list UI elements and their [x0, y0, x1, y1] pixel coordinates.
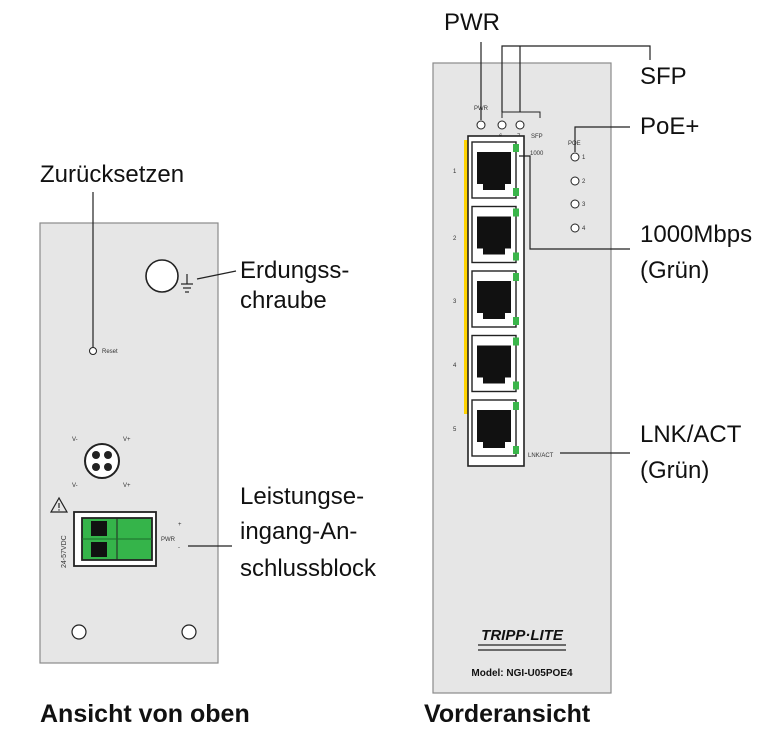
callout-speed-1: 1000Mbps [640, 221, 753, 248]
port-5-number: 5 [453, 427, 457, 433]
callout-ground-2: chraube [240, 287, 327, 314]
caption-top-view: Ansicht von oben [40, 700, 250, 728]
polarity-mark: + [178, 522, 182, 528]
power-connector [84, 443, 120, 479]
leader-ground [196, 270, 237, 280]
poe-led-2 [570, 176, 580, 186]
voltage-label: 24-57VDC [61, 535, 68, 568]
poe-yellow-strip [464, 140, 469, 414]
ethernet-port-3[interactable] [471, 270, 519, 328]
sfp-panel-label: SFP [531, 134, 543, 140]
warning-icon [49, 496, 69, 513]
port-4-number: 4 [453, 363, 457, 369]
link-act-led [513, 317, 519, 325]
poe-led-3 [570, 199, 580, 209]
connector-pin [92, 451, 100, 459]
ground-screw [145, 259, 179, 293]
ethernet-port-2[interactable] [471, 205, 519, 264]
speed-led [513, 273, 519, 281]
callout-reset: Zurücksetzen [40, 161, 185, 188]
port-3-number: 3 [453, 299, 457, 305]
connector-pin [104, 451, 112, 459]
leader-poe [574, 126, 630, 152]
callout-lnk-2: (Grün) [640, 457, 710, 484]
mounting-hole [71, 624, 87, 640]
link-act-led [513, 252, 519, 261]
poe-led-4-label: 4 [582, 226, 586, 232]
connector-pin [104, 463, 112, 471]
sfp-led-7 [515, 120, 525, 130]
pin-label: V- [72, 483, 78, 489]
port-2-number: 2 [453, 236, 457, 242]
brand-text: TRIPP·LITE [481, 627, 564, 644]
speed-led [513, 402, 519, 410]
poe-led-3-label: 3 [582, 202, 586, 208]
terminal-slot [91, 521, 107, 536]
port-socket [477, 410, 511, 448]
port-socket [477, 152, 511, 190]
leader-sfp [501, 45, 651, 112]
callout-power-3: schlussblock [240, 555, 377, 582]
pin-label: V- [72, 437, 78, 443]
pwr-led [476, 120, 486, 130]
poe-led-1-label: 1 [582, 155, 586, 161]
mounting-hole [181, 624, 197, 640]
port-socket [477, 345, 511, 384]
sfp-bracket [501, 111, 541, 118]
model-text: Model: NGI-U05POE4 [471, 668, 573, 679]
ethernet-port-1[interactable] [471, 141, 519, 199]
pin-label: V+ [123, 483, 131, 489]
reset-button[interactable] [89, 347, 97, 355]
callout-ground-1: Erdungss- [240, 257, 350, 284]
port-1-number: 1 [453, 169, 457, 175]
pwr-panel-label: PWR [161, 537, 176, 543]
callout-power-1: Leistungse- [240, 483, 365, 510]
tripp-lite-logo: TRIPP·LITE [478, 627, 566, 651]
caption-front-view: Vorderansicht [424, 700, 591, 728]
speed-led [513, 337, 519, 346]
port-socket [477, 281, 511, 319]
poe-led-1 [570, 152, 580, 162]
speed-led [513, 208, 519, 217]
callout-lnk-1: LNK/ACT [640, 421, 742, 448]
top-view-panel [39, 222, 219, 664]
poe-led-2-label: 2 [582, 179, 586, 185]
ethernet-port-4[interactable] [471, 334, 519, 393]
poe-led-4 [570, 223, 580, 233]
polarity-mark: - [178, 545, 180, 551]
sfp-led-6 [497, 120, 507, 130]
callout-speed-2: (Grün) [640, 257, 710, 284]
connector-pin [92, 463, 100, 471]
callout-poe: PoE+ [640, 113, 700, 140]
speed-led [513, 144, 519, 152]
poe-panel-label: POE [568, 141, 581, 147]
link-act-led [513, 446, 519, 454]
reset-panel-label: Reset [102, 349, 118, 355]
ground-symbol-icon [181, 274, 193, 293]
callout-sfp: SFP [640, 63, 687, 90]
ethernet-port-5[interactable] [471, 399, 519, 457]
lnk-act-panel-label: LNK/ACT [528, 453, 554, 459]
pin-label: V+ [123, 437, 131, 443]
speed-panel-label: 1000 [530, 151, 544, 157]
link-act-led [513, 188, 519, 196]
callout-pwr: PWR [444, 9, 500, 36]
port-socket [477, 216, 511, 255]
terminal-slot [91, 542, 107, 557]
leader-speed [519, 155, 630, 250]
ethernet-ports [471, 141, 519, 457]
callout-power-2: ingang-An- [240, 518, 358, 545]
link-act-led [513, 381, 519, 390]
